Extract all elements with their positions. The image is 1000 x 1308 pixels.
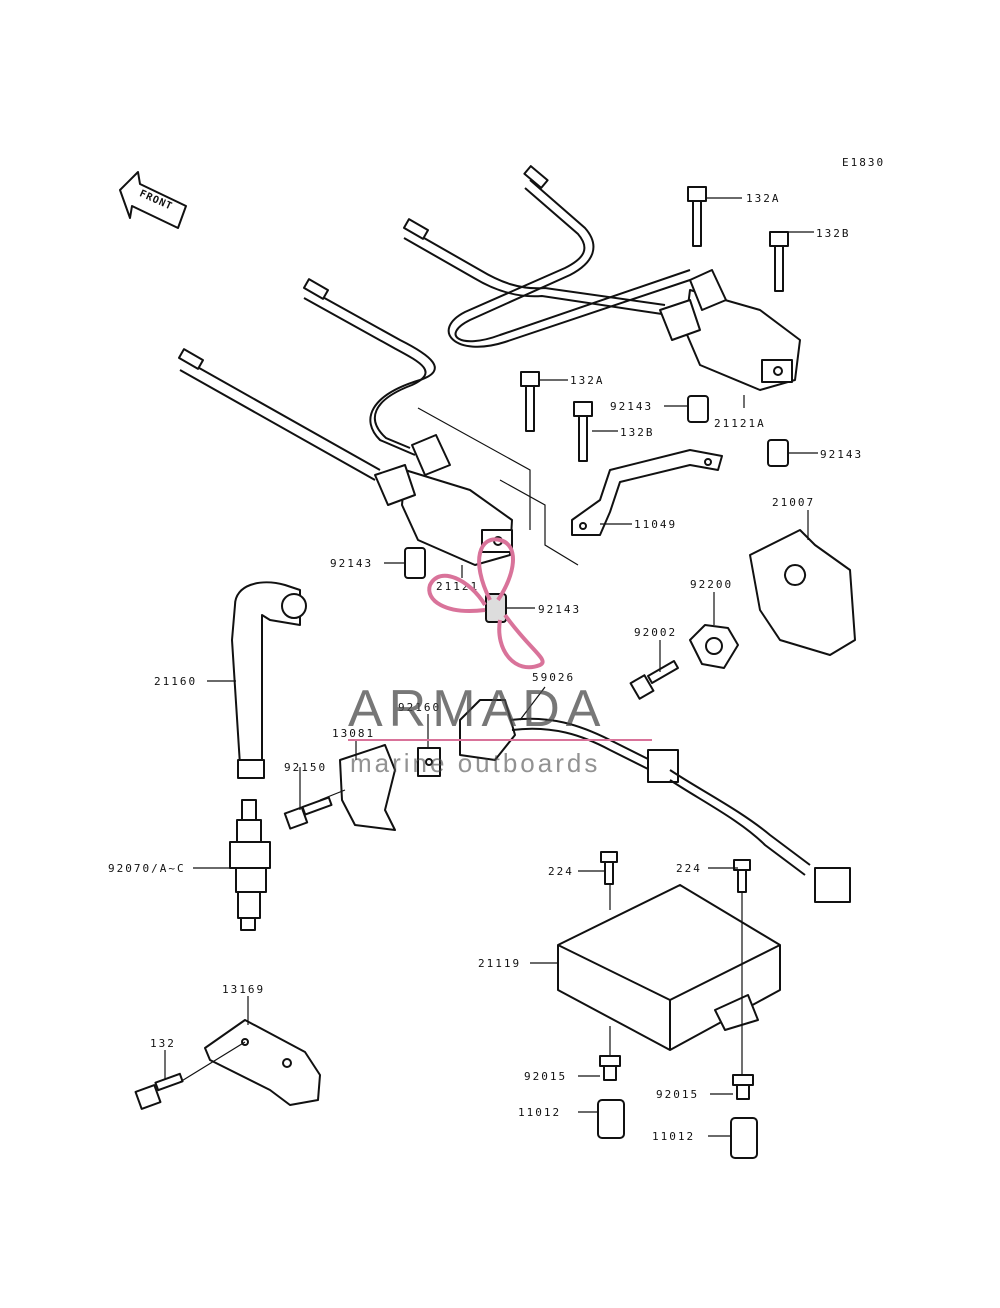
part-labels: 132A 132B 132A 132B 92143 21121A 92143 1…	[108, 192, 863, 1143]
front-arrow-icon: FRONT	[119, 171, 187, 229]
watermark-brand: ARMADA	[348, 680, 606, 738]
igniter-21119	[557, 884, 781, 1051]
label-spark-plug: 92070/A~C	[108, 862, 186, 875]
bolt-132a-mid	[520, 371, 540, 432]
bolt-92150	[283, 796, 333, 830]
collar-92143-right	[767, 439, 789, 467]
label-92143-right: 92143	[820, 448, 863, 461]
label-92150: 92150	[284, 761, 327, 774]
bolt-132	[134, 1072, 184, 1110]
label-21119: 21119	[478, 957, 521, 970]
watermark: ARMADA marine outboards	[348, 537, 652, 778]
bushing-92015-right	[732, 1074, 754, 1100]
washer-92160	[417, 747, 441, 777]
label-92143-top: 92143	[610, 400, 653, 413]
plate-21007	[749, 529, 856, 656]
label-92015-right: 92015	[656, 1088, 699, 1101]
label-92015-left: 92015	[524, 1070, 567, 1083]
label-224-right: 224	[676, 862, 702, 875]
spark-plug	[229, 799, 271, 931]
pickup-coil-59026	[459, 699, 851, 903]
label-92200: 92200	[690, 578, 733, 591]
label-92160: 92160	[398, 701, 441, 714]
ignition-wires	[177, 165, 691, 481]
propeller-logo-icon	[427, 537, 545, 670]
screw-224-right	[733, 859, 751, 893]
label-132a-top: 132A	[746, 192, 781, 205]
label-92002: 92002	[634, 626, 677, 639]
bolt-132a-top	[687, 186, 707, 247]
collar-92143-top	[687, 395, 709, 423]
label-11049: 11049	[634, 518, 677, 531]
watermark-tagline: marine outboards	[350, 748, 600, 778]
label-92143-bottom: 92143	[538, 603, 581, 616]
bolt-132b-mid	[573, 401, 593, 462]
sleeve-11012-right	[730, 1117, 758, 1159]
screw-224-left	[600, 851, 618, 885]
label-59026: 59026	[532, 671, 575, 684]
ignition-coil-upper	[659, 269, 801, 391]
label-11012-left: 11012	[518, 1106, 561, 1119]
label-13169: 13169	[222, 983, 265, 996]
label-132: 132	[150, 1037, 176, 1050]
label-11012-right: 11012	[652, 1130, 695, 1143]
label-224-left: 224	[548, 865, 574, 878]
label-92143-left: 92143	[330, 557, 373, 570]
spark-plug-cap	[231, 581, 307, 779]
collar-92143-left	[404, 547, 426, 579]
bracket-13081	[339, 744, 396, 831]
bolt-132b-top	[769, 231, 789, 292]
label-21007: 21007	[772, 496, 815, 509]
label-132a-mid: 132A	[570, 374, 605, 387]
label-21121a: 21121A	[714, 417, 766, 430]
label-132b-top: 132B	[816, 227, 851, 240]
ignition-coil-lower	[374, 434, 513, 566]
bracket-11049	[571, 449, 723, 536]
leader-lines	[164, 197, 818, 1137]
label-21160: 21160	[154, 675, 197, 688]
label-13081: 13081	[332, 727, 375, 740]
nut-92200	[689, 624, 739, 669]
sleeve-11012-left	[597, 1099, 625, 1139]
bolt-92002	[629, 660, 679, 700]
diagram-code: E1830	[842, 156, 885, 169]
bushing-92015-left	[599, 1055, 621, 1081]
label-132b-mid: 132B	[620, 426, 655, 439]
bracket-13169	[204, 1019, 321, 1106]
